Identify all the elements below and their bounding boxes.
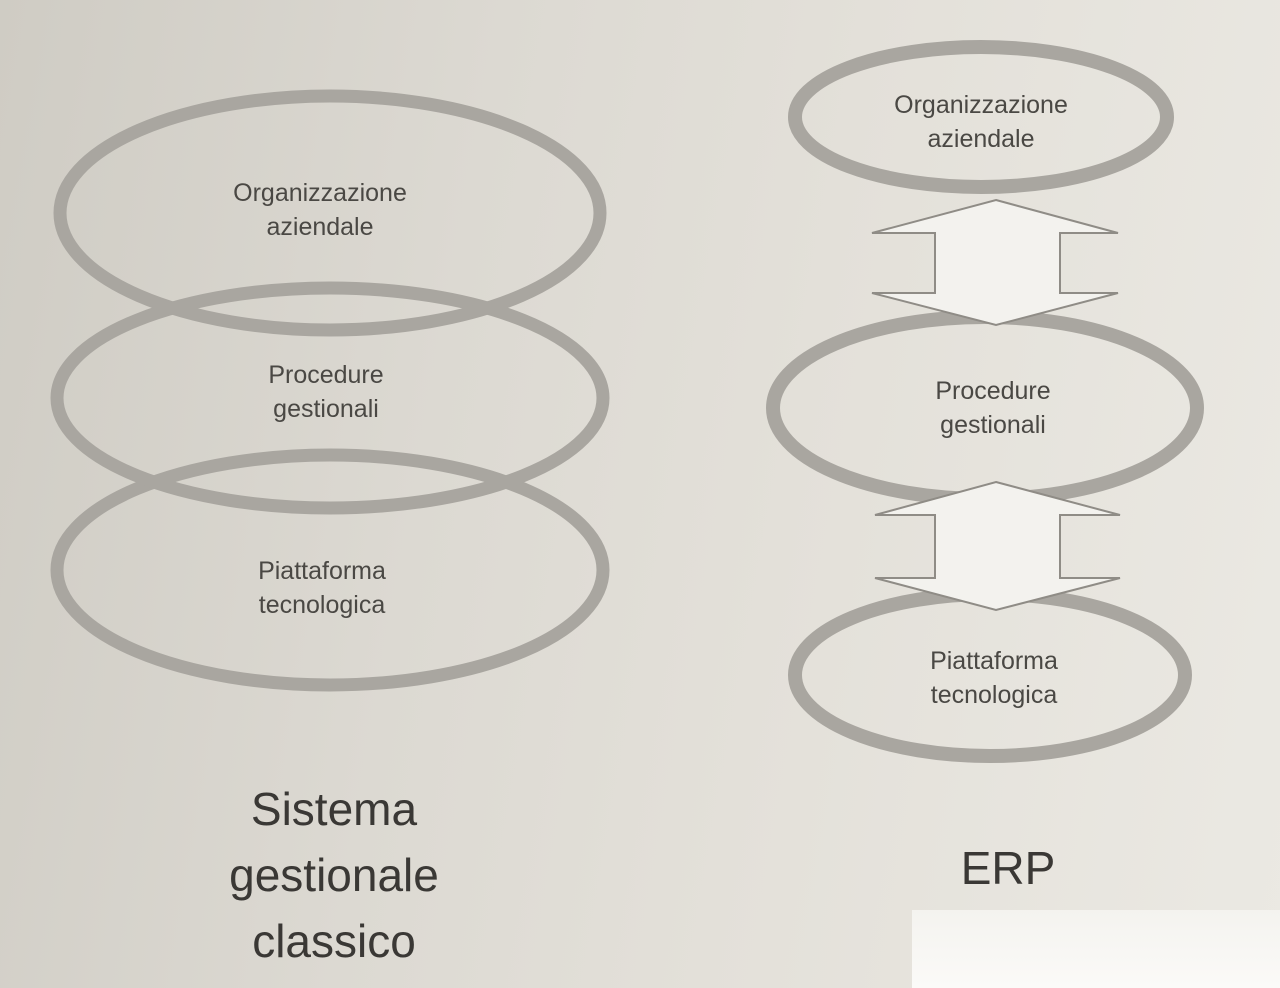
label-line: Organizzazione bbox=[233, 179, 407, 207]
classic-ring-piattaforma bbox=[53, 89, 607, 337]
label-line: tecnologica bbox=[930, 681, 1058, 709]
label-line: aziendale bbox=[266, 213, 374, 241]
label-line: Organizzazione bbox=[894, 91, 1068, 119]
caption-line: gestionale bbox=[229, 849, 439, 901]
caption-line: ERP bbox=[960, 842, 1056, 894]
double-arrow-icon bbox=[871, 198, 1119, 327]
erp-label-piattaforma: Piattaforma tecnologica bbox=[930, 644, 1058, 712]
erp-ring-organizzazione bbox=[788, 40, 1174, 194]
classic-ring-organizzazione bbox=[50, 448, 610, 692]
classic-rings bbox=[50, 89, 610, 692]
classic-label-piattaforma: Piattaforma tecnologica bbox=[258, 554, 386, 622]
double-arrow-icon bbox=[874, 480, 1121, 612]
label-line: Piattaforma bbox=[930, 647, 1058, 675]
label-line: Procedure bbox=[268, 361, 384, 389]
light-glare bbox=[912, 910, 1280, 988]
erp-caption: ERP bbox=[961, 835, 1056, 901]
classic-label-organizzazione: Organizzazione aziendale bbox=[233, 176, 407, 244]
label-line: gestionali bbox=[273, 395, 379, 423]
label-line: gestionali bbox=[940, 411, 1046, 439]
erp-label-organizzazione: Organizzazione aziendale bbox=[894, 88, 1068, 156]
label-line: aziendale bbox=[927, 125, 1035, 153]
classic-label-procedure: Procedure gestionali bbox=[268, 358, 383, 426]
erp-label-procedure: Procedure gestionali bbox=[935, 374, 1050, 442]
label-line: Piattaforma bbox=[258, 557, 386, 585]
erp-arrows bbox=[871, 198, 1121, 612]
classic-ring-procedure bbox=[50, 281, 610, 515]
label-line: tecnologica bbox=[258, 591, 386, 619]
classic-caption: Sistema gestionale classico bbox=[229, 776, 439, 974]
label-line: Procedure bbox=[935, 377, 1051, 405]
caption-line: Sistema bbox=[250, 783, 418, 835]
caption-line: classico bbox=[252, 915, 416, 967]
